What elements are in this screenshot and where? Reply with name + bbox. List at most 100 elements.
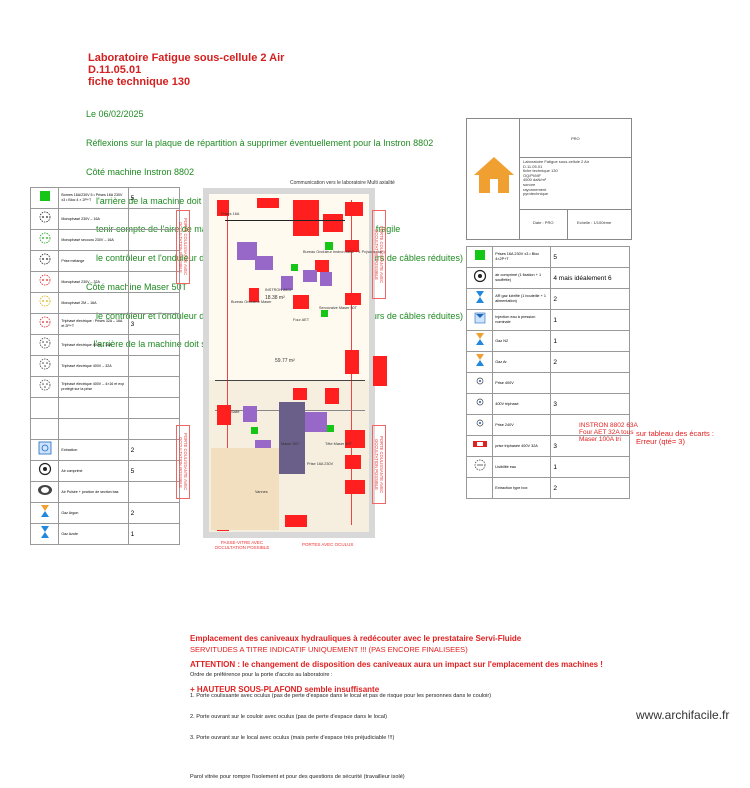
title-block: Laboratoire Fatigue sous-cellule 2 Air D… <box>88 52 284 88</box>
servitudes-note: SERVITUDES A TITRE INDICATIF UNIQUEMENT … <box>190 645 468 654</box>
gas-orange-icon <box>465 330 494 352</box>
legend-count: 2 <box>550 288 630 310</box>
legend-row: Air Pulsée + jonction de section bas <box>29 481 181 503</box>
cartouche-line: Laboratoire Fatigue sous-cellule 2 Air <box>523 159 590 164</box>
equipment-red <box>217 405 231 425</box>
legend-text: Triphasé électrique 400V – 32A <box>58 355 129 377</box>
footer-red-line: + HAUTEUR SOUS-PLAFOND semble insuffisan… <box>190 685 380 694</box>
legend-text: Monophasé 230V – 16A <box>58 208 129 230</box>
instron-line: Maser 100A tri <box>579 436 621 443</box>
legend-text: Triphasé électrique 400V – 4×16 et exp p… <box>58 376 129 398</box>
legend-count: 1 <box>550 309 630 331</box>
order-list: Ordre de préférence pour la porte d'accè… <box>190 658 491 788</box>
plan-label: Maser 50T <box>281 442 300 446</box>
legend-count <box>127 418 181 440</box>
valve-icon <box>465 309 494 331</box>
order-line: Parol vitrée pour rompre l'isolement et … <box>190 774 405 780</box>
plan-label: INSTRON 8802 <box>265 288 292 292</box>
legend-count <box>127 271 181 293</box>
legend-count: 3 <box>127 313 181 335</box>
legend-text: 400V triphasé <box>492 393 552 415</box>
legend-count <box>127 292 181 314</box>
legend-row: Monophasé 230V – 32A <box>29 271 181 293</box>
machine-block <box>255 256 273 270</box>
legend-count: 5 <box>127 187 181 209</box>
plan-label: Prises 16A <box>221 212 240 216</box>
plan-label: Tête Maser 50T <box>325 442 352 446</box>
outlet-small-icon <box>465 414 494 436</box>
legend-text <box>58 418 129 440</box>
door-label: PORTE COULISSANTE AVEC OCCULTATION POSSI… <box>176 425 190 499</box>
legend-count <box>127 334 181 356</box>
note-line: Côté machine Instron 8802 <box>86 166 195 177</box>
legend-count <box>127 376 181 398</box>
vacuum-icon <box>29 481 60 503</box>
extraction-c-icon <box>465 456 494 478</box>
title-line-2: D.11.05.01 <box>88 64 142 76</box>
equipment-red <box>257 198 279 208</box>
equipment-red <box>345 350 359 374</box>
legend-text: Prise 400V <box>492 372 552 394</box>
house-icon <box>474 157 514 193</box>
legend-count: 1 <box>127 523 181 545</box>
plan-label: Vannes <box>255 490 268 494</box>
equipment-red <box>325 388 339 404</box>
bench-line <box>225 220 345 221</box>
legend-text: Gaz N2 <box>492 330 552 352</box>
cartouche-top: PRO <box>571 136 580 141</box>
legend-count <box>127 355 181 377</box>
legend-count <box>127 208 181 230</box>
legend-text: AR gaz lubrifié (1 bouteille + 1 aliment… <box>492 288 552 310</box>
legend-count <box>127 250 181 272</box>
empty-icon-cell <box>29 418 60 440</box>
area-label-2: 59.77 m² <box>275 358 295 364</box>
legend-row: Monophasé secouru 230V – 16A <box>29 229 181 251</box>
footer-red-line: ATTENTION : le changement de disposition… <box>190 659 603 669</box>
instron-line: Four AET 32A tous <box>579 429 634 436</box>
gas-blue-icon <box>29 523 60 545</box>
equipment-red <box>217 200 229 216</box>
legend-row: Triphasé électrique 400V – 4×16 et exp p… <box>29 376 181 398</box>
machine-block <box>303 270 317 282</box>
cartouche-line: pyrotechnique <box>523 191 549 197</box>
cartouche-line: 4500 daN/m² <box>523 177 547 183</box>
equipment-red <box>345 293 361 305</box>
title-line-1: Laboratoire Fatigue sous-cellule 2 Air <box>88 52 285 64</box>
outlet-icon <box>29 208 60 230</box>
legend-count: 1 <box>550 456 630 478</box>
wall-top <box>203 188 375 194</box>
cartouche-line: OQ/PI/MF <box>523 172 541 178</box>
gas-orange-icon <box>29 502 60 524</box>
legend-row: Triphasé électrique : Prises 32A – 16A e… <box>29 313 181 335</box>
left-legend: Bornes 16A/230V 5 • Prises 16A 230V x3 •… <box>29 187 181 545</box>
outlet-triple-icon <box>29 376 60 398</box>
outlet-red-icon <box>29 271 60 293</box>
ecarts-line: sur tableau des écarts : <box>636 429 714 438</box>
equipment-red <box>345 240 359 252</box>
cartouche-line: D.11.05.01 <box>523 163 543 169</box>
plan-label: Bureau Onduleur Instron 8802 + 1 Pc(sous… <box>303 250 385 254</box>
door-label: PORTE COULISSANTE AVEC OCCULTATION POSSI… <box>372 425 386 504</box>
divider <box>215 380 365 381</box>
wall-right <box>369 188 375 538</box>
extraction-icon <box>29 439 60 461</box>
cartouche: PRO Laboratoire Fatigue sous-cellule 2 A… <box>466 118 632 240</box>
order-line: 3. Porte ouvrant sur le local avec oculu… <box>190 735 395 741</box>
legend-text <box>58 397 129 419</box>
legend-row: AR gaz lubrifié (1 bouteille + 1 aliment… <box>465 288 630 310</box>
equipment-red <box>293 200 319 236</box>
machine-instron <box>237 242 257 260</box>
legend-count <box>550 372 630 394</box>
legend-count: 3 <box>550 393 630 415</box>
legend-text: air comprimé (1 fixation + 1 souffette) <box>492 267 552 289</box>
watermark[interactable]: www.archifacile.fr <box>636 708 730 722</box>
equipment-red <box>293 295 309 309</box>
outlet-small-icon <box>465 372 494 394</box>
wall-left <box>203 188 209 538</box>
equipment-red <box>285 515 307 527</box>
legend-text: Lisibilité eau <box>492 456 552 478</box>
machine-block <box>320 272 332 286</box>
